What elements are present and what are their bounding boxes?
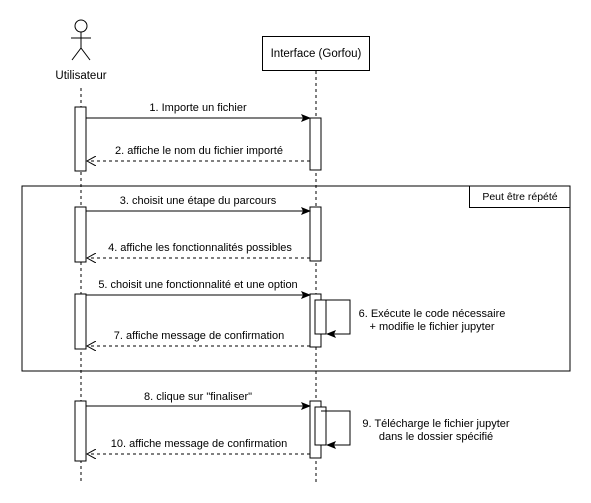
message-label-5: 5. choisit une fonctionnalité et une opt…	[98, 279, 298, 291]
self-call-arrow-9	[321, 410, 351, 449]
actor-activation-bar	[74, 400, 87, 462]
message-label-10: 10. affiche message de confirmation	[110, 438, 288, 450]
loop-fragment-label: Peut être répété	[469, 186, 570, 208]
message-label-8: 8. clique sur "finaliser"	[143, 391, 253, 403]
message-label-6: 6. Exécute le code nécessaire + modifie …	[358, 308, 506, 333]
message-label-4: 4. affiche les fonctionnalités possibles	[108, 242, 292, 254]
message-label-9: 9. Télécharge le fichier jupyter dans le…	[362, 418, 510, 443]
message-label-3: 3. choisit une étape du parcours	[119, 195, 277, 207]
participant-activation-bar	[314, 299, 327, 335]
participant-activation-bar	[309, 117, 322, 171]
message-label-2: 2. affiche le nom du fichier importé	[115, 145, 283, 157]
message-label-7: 7. affiche message de confirmation	[113, 330, 285, 342]
actor-stick-figure	[71, 19, 91, 61]
participant-activation-bar	[314, 406, 327, 446]
actor-activation-bar	[74, 106, 87, 172]
participant-activation-bar	[309, 206, 322, 262]
actor-activation-bar	[74, 206, 87, 263]
self-call-arrow-6	[321, 299, 351, 338]
loop-fragment-frame	[21, 185, 571, 372]
loop-fragment-text: Peut être répété	[482, 190, 558, 203]
actor-label: Utilisateur	[55, 70, 107, 82]
message-label-1: 1. Importe un fichier	[149, 102, 247, 114]
participant-label: Interface (Gorfou)	[270, 47, 362, 60]
actor-activation-bar	[74, 293, 87, 350]
participant-box: Interface (Gorfou)	[262, 36, 370, 71]
